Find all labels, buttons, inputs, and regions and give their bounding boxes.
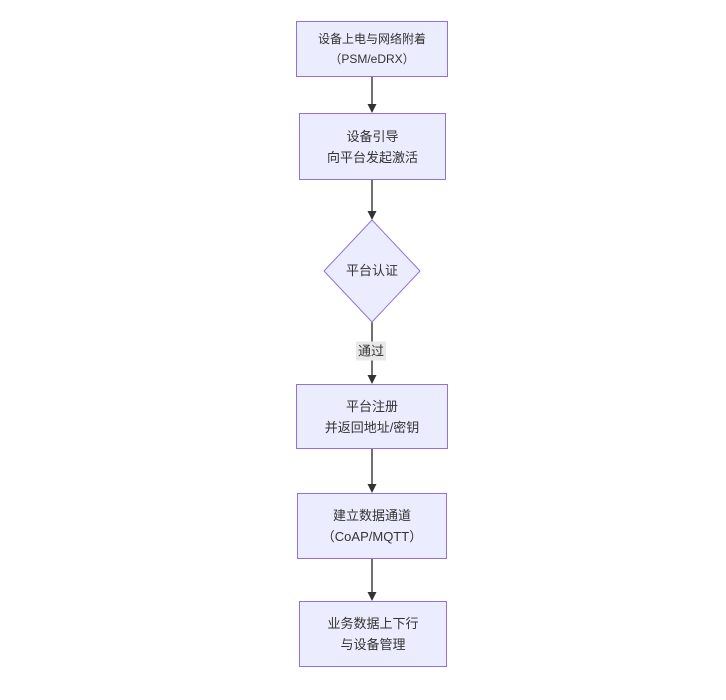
arrowhead-icon [367,592,377,601]
node-establish-data-channel: 建立数据通道 （CoAP/MQTT） [297,493,447,559]
edge-register-to-channel [367,449,377,493]
node-platform-register: 平台注册 并返回地址/密钥 [296,384,448,449]
node-label-line: 建立数据通道 [332,508,411,523]
node-label-line: 并返回地址/密钥 [324,419,420,435]
decision-diamond-shape [323,219,421,323]
node-device-bootstrap-activate: 设备引导 向平台发起激活 [299,113,446,180]
arrowhead-icon [367,375,377,384]
node-business-data-device-mgmt: 业务数据上下行 与设备管理 [299,601,447,667]
node-label-line: 设备上电与网络附着 [317,32,426,46]
node-label-line: 业务数据上下行 [327,616,419,631]
arrowhead-icon [367,104,377,113]
node-label-line: 向平台发起激活 [326,149,418,165]
node-label-line: （PSM/eDRX） [329,52,415,66]
edge-channel-to-business [367,559,377,601]
edge-label-pass: 通过 [355,341,387,361]
decision-platform-auth-label: 平台认证 [345,263,399,278]
node-label-line: 与设备管理 [340,637,406,652]
edge-power-to-bootstrap [367,77,377,113]
edge-bootstrap-to-auth [367,180,377,220]
node-label-line: （CoAP/MQTT） [321,529,423,544]
arrowhead-icon [367,484,377,493]
node-device-power-network-attach: 设备上电与网络附着 （PSM/eDRX） [296,21,448,77]
node-label-line: 设备引导 [346,128,399,144]
arrowhead-icon [367,211,377,220]
node-label-line: 平台注册 [345,398,398,414]
